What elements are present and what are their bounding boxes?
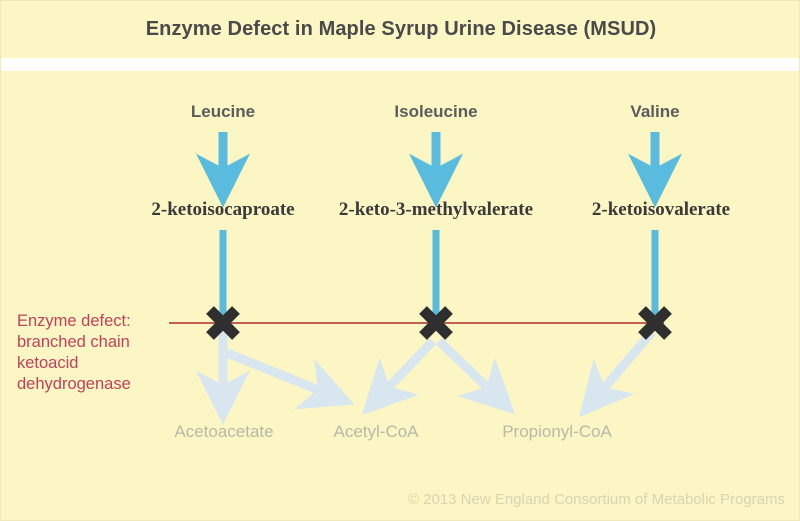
ketoacid-2-ketoisovalerate: 2-ketoisovalerate [591, 199, 731, 220]
enzyme-defect-line-2: branched chain [17, 333, 130, 351]
enzyme-defect-line-3: ketoacid [17, 354, 79, 372]
page-title: Enzyme Defect in Maple Syrup Urine Disea… [145, 18, 657, 40]
substrate-isoleucine: Isoleucine [394, 102, 478, 121]
title-band: Enzyme Defect in Maple Syrup Urine Disea… [1, 1, 799, 58]
substrate-valine: Valine [630, 102, 680, 121]
ketoacid-2-ketoisocaproate: 2-ketoisocaproate [151, 199, 295, 220]
block-mark-isoleucine [419, 306, 453, 340]
block-mark-leucine [206, 306, 240, 340]
product-acetoacetate: Acetoacetate [174, 422, 274, 441]
enzyme-defect-line-4: dehydrogenase [17, 375, 131, 393]
ketoacid-2-keto-3-methylvalerate: 2-keto-3-methylvalerate [338, 199, 534, 220]
blocked-arrows-leucine [196, 327, 355, 425]
blocked-arrows-valine [579, 329, 656, 418]
copyright-notice: © 2013 New England Consortium of Metabol… [407, 491, 785, 508]
block-mark-valine [638, 306, 672, 340]
blocked-arrows-isoleucine [361, 337, 516, 416]
substrate-leucine: Leucine [190, 102, 256, 121]
enzyme-defect-label: Enzyme defect: branched chain ketoacid d… [17, 311, 131, 395]
product-propionyl-coa: Propionyl-CoA [502, 422, 612, 441]
enzyme-defect-line-1: Enzyme defect: [17, 312, 131, 330]
product-acetyl-coa: Acetyl-CoA [333, 422, 419, 441]
title-separator [1, 58, 799, 71]
